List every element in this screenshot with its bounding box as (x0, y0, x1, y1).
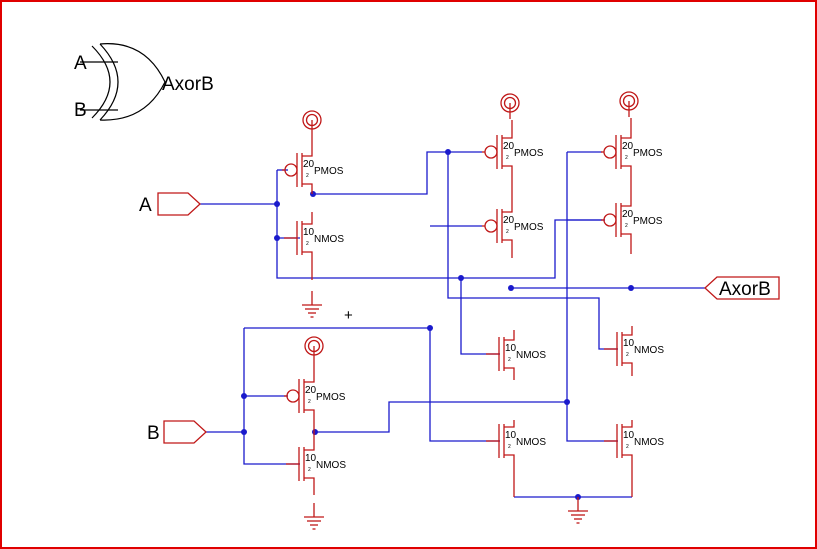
ground-symbol (303, 502, 325, 530)
junction-dot (310, 191, 316, 197)
vdd-symbol (500, 93, 520, 120)
transistor-width-label: 10 (623, 430, 635, 441)
ground-symbol (301, 290, 323, 318)
pmos-transistor[interactable]: 20 2 PMOS (282, 136, 344, 194)
vdd-symbols (302, 91, 639, 363)
nmos-transistor[interactable]: 10 2 NMOS (486, 420, 546, 497)
nmos-transistor[interactable]: 10 2 NMOS (604, 326, 664, 376)
transistor-type-label: PMOS (633, 148, 663, 159)
transistor-type-label: NMOS (634, 345, 664, 356)
port-a-label: A (139, 195, 152, 216)
vdd-symbol (302, 110, 322, 137)
input-port-b[interactable]: B (147, 420, 207, 444)
junction-dot (274, 201, 280, 207)
symbol-input-a-label: A (74, 53, 87, 74)
transistor-length-label: 2 (308, 399, 311, 405)
nmos-transistor[interactable]: 10 2 NMOS (284, 212, 344, 280)
pmos-transistor[interactable]: 20 2 PMOS (601, 118, 663, 186)
transistor-width-label: 10 (505, 343, 517, 354)
junction-dot (458, 275, 464, 281)
nmos-transistor[interactable]: 10 2 NMOS (486, 330, 546, 380)
transistor-width-label: 10 (623, 338, 635, 349)
transistor-type-label: PMOS (633, 216, 663, 227)
transistor-length-label: 2 (508, 444, 511, 450)
transistor-type-label: NMOS (516, 437, 546, 448)
transistor-length-label: 2 (626, 352, 629, 358)
transistor-type-label: NMOS (634, 437, 664, 448)
transistor-type-label: PMOS (514, 148, 544, 159)
ground-symbols (301, 290, 589, 530)
vdd-symbol (304, 336, 324, 363)
ground-symbol (567, 496, 589, 524)
junction-dots (241, 149, 634, 500)
transistor-length-label: 2 (306, 173, 309, 179)
pmos-transistor[interactable]: 20 2 PMOS (482, 120, 544, 190)
vdd-symbol (619, 91, 639, 118)
transistor-length-label: 2 (625, 223, 628, 229)
transistor-type-label: PMOS (316, 392, 346, 403)
junction-dot (312, 429, 318, 435)
nmos-transistor[interactable]: 10 2 NMOS (286, 432, 346, 495)
port-b-label: B (147, 423, 160, 444)
symbol-input-b-label: B (74, 100, 87, 121)
output-port-axorb[interactable]: AxorB (704, 276, 780, 300)
transistor-length-label: 2 (508, 357, 511, 363)
transistor-length-label: 2 (506, 229, 509, 235)
transistor-length-label: 2 (308, 467, 311, 473)
pmos-transistor[interactable]: 20 2 PMOS (601, 186, 663, 254)
transistor-type-label: PMOS (514, 222, 544, 233)
transistor-length-label: 2 (626, 444, 629, 450)
pmos-transistor[interactable]: 20 2 PMOS (284, 362, 346, 432)
junction-dot (445, 149, 451, 155)
cursor-marker: + (344, 307, 353, 324)
transistor-width-label: 20 (303, 159, 315, 170)
xor-gate-symbol: A B AxorB (74, 43, 214, 121)
junction-dot (628, 285, 634, 291)
transistor-width-label: 20 (305, 385, 317, 396)
transistor-length-label: 2 (506, 155, 509, 161)
transistor-width-label: 20 (503, 215, 515, 226)
port-out-label: AxorB (719, 279, 771, 300)
junction-dot (508, 285, 514, 291)
transistor-type-label: NMOS (314, 234, 344, 245)
transistor-type-label: PMOS (314, 166, 344, 177)
transistor-width-label: 10 (305, 453, 317, 464)
pmos-transistor[interactable]: 20 2 PMOS (482, 190, 544, 258)
transistor-width-label: 10 (303, 227, 315, 238)
input-port-a[interactable]: A (139, 192, 201, 216)
junction-dot (241, 429, 247, 435)
transistor-type-label: NMOS (516, 350, 546, 361)
transistor-width-label: 20 (503, 141, 515, 152)
symbol-output-label: AxorB (162, 74, 214, 95)
junction-dot (564, 399, 570, 405)
wires (200, 151, 705, 498)
junction-dot (274, 235, 280, 241)
junction-dot (427, 325, 433, 331)
transistor-length-label: 2 (306, 241, 309, 247)
transistor-length-label: 2 (625, 155, 628, 161)
transistor-width-label: 20 (622, 141, 634, 152)
nmos-transistor[interactable]: 10 2 NMOS (604, 420, 664, 497)
transistor-type-label: NMOS (316, 460, 346, 471)
transistor-width-label: 10 (505, 430, 517, 441)
junction-dot (241, 393, 247, 399)
transistor-width-label: 20 (622, 209, 634, 220)
